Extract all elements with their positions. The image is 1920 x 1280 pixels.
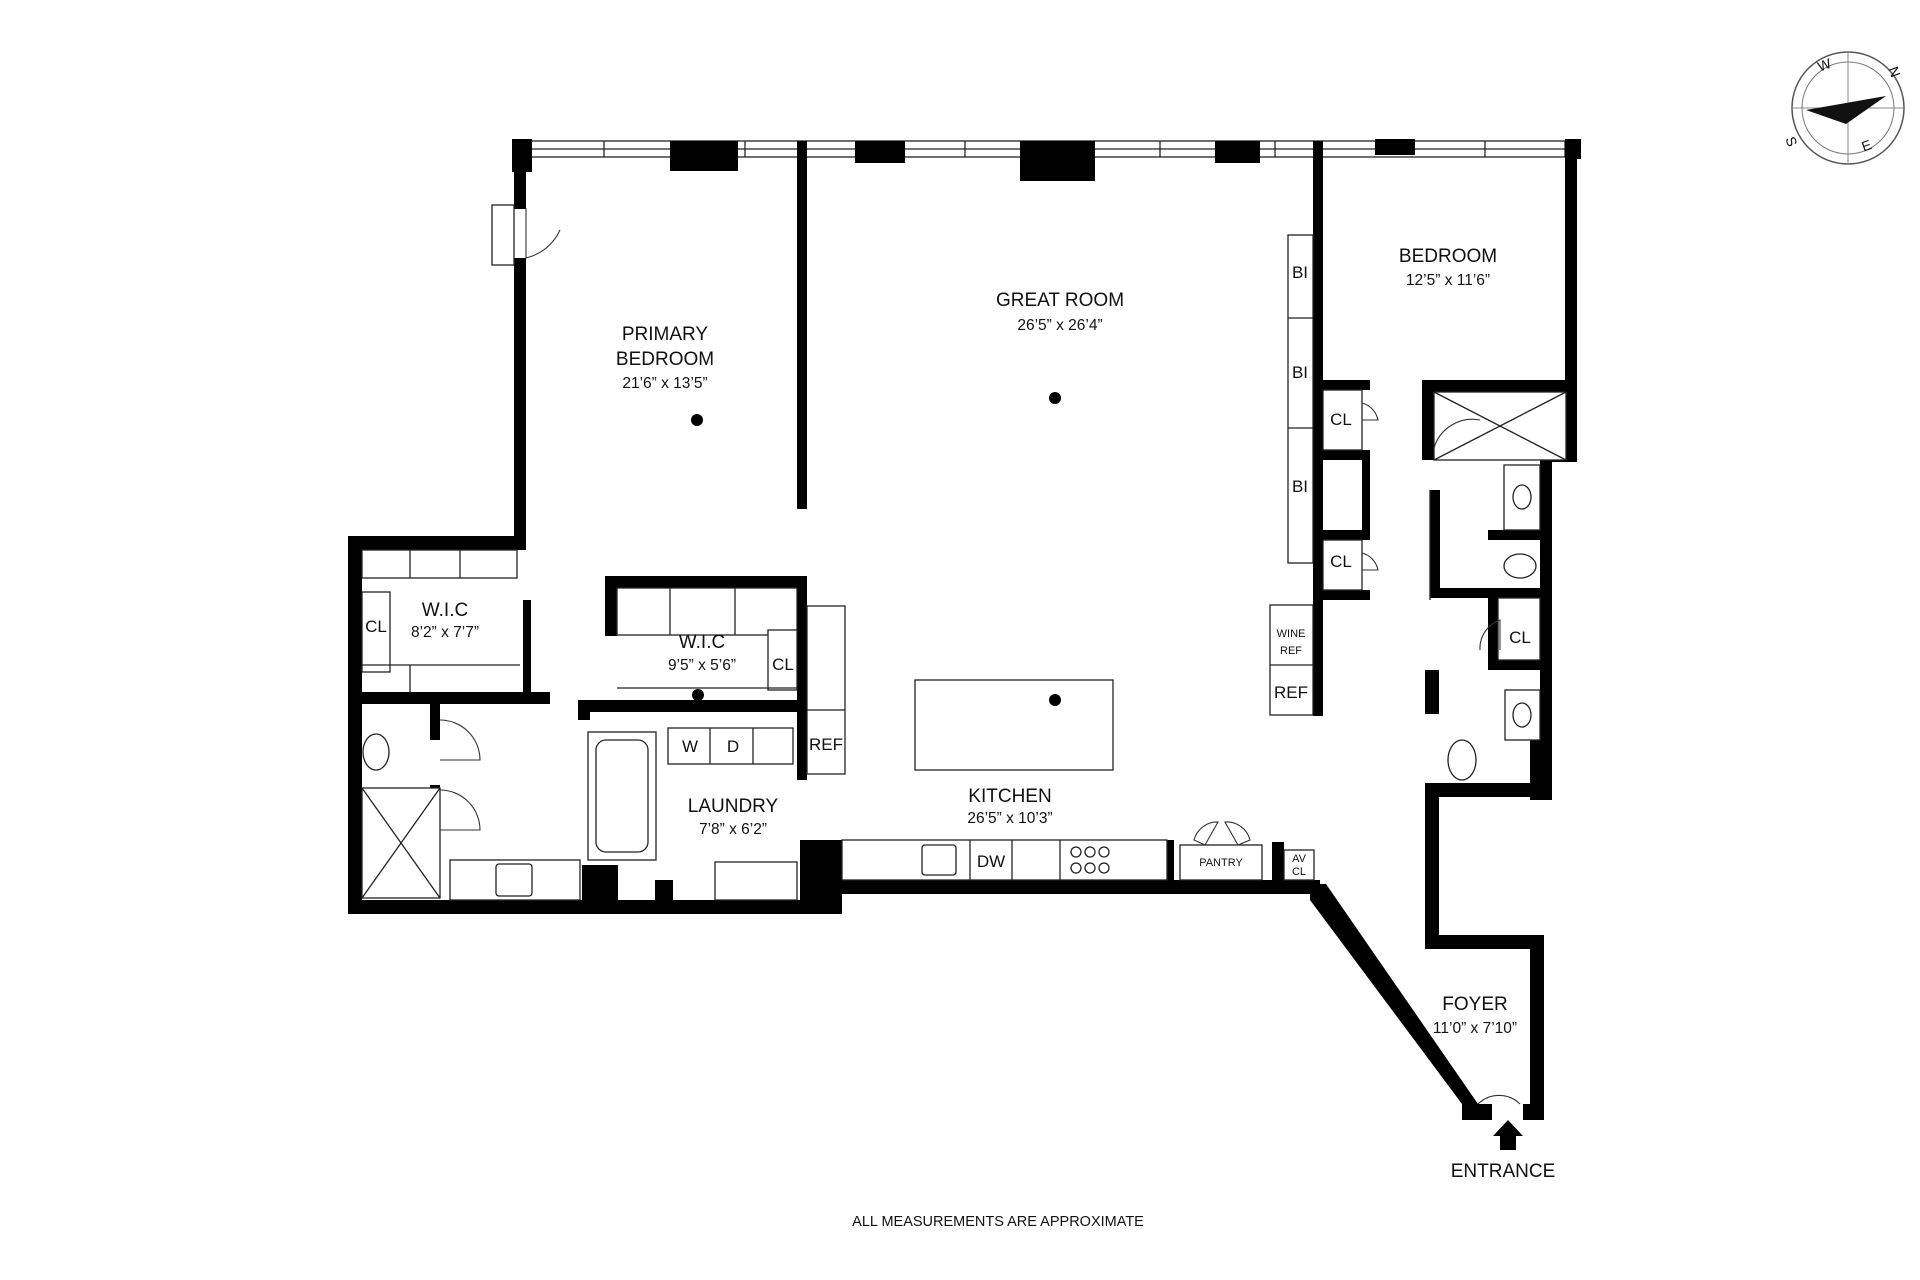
wic-center-dim: 9’5” x 5’6” bbox=[668, 657, 736, 674]
great-room-name: GREAT ROOM bbox=[996, 290, 1124, 311]
wine-ref-cabinet bbox=[1269, 604, 1314, 716]
room-marker-great bbox=[1049, 392, 1061, 404]
pantry-cabinet bbox=[1179, 844, 1263, 881]
bathtub bbox=[587, 731, 657, 861]
primary-bedroom-dim: 21’6” x 13’5” bbox=[622, 375, 707, 392]
kitchen-counter bbox=[841, 839, 1168, 881]
primary-bedroom-name-line2: BEDROOM bbox=[616, 349, 714, 370]
room-markers bbox=[691, 392, 1061, 706]
footer-note: ALL MEASUREMENTS ARE APPROXIMATE bbox=[852, 1214, 1144, 1230]
av-cl-label-line1: AV bbox=[1292, 853, 1307, 865]
bedroom-name: BEDROOM bbox=[1399, 246, 1497, 267]
kitchen-name: KITCHEN bbox=[968, 786, 1051, 807]
bi-label-3: BI bbox=[1292, 477, 1308, 496]
refrigerator bbox=[806, 605, 846, 775]
room-labels: GREAT ROOM 26’5” x 26’4” PRIMARY BEDROOM… bbox=[411, 246, 1517, 1037]
av-closet bbox=[1283, 849, 1315, 881]
wic-left-dim: 8’2” x 7’7” bbox=[411, 624, 479, 641]
wine-ref-label-line2: REF bbox=[1280, 645, 1302, 657]
compass-w: W bbox=[1815, 55, 1834, 75]
laundry-dim: 7’8” x 6’2” bbox=[699, 821, 767, 838]
compass-rose: N W S E bbox=[1782, 51, 1905, 165]
washer-label: W bbox=[682, 737, 698, 756]
room-marker-wic bbox=[692, 689, 704, 701]
service-door bbox=[491, 204, 515, 266]
toilet-icon bbox=[1503, 553, 1537, 579]
foyer-name: FOYER bbox=[1442, 994, 1507, 1015]
cl-label-great-1: CL bbox=[1330, 410, 1352, 429]
av-cl-label-line2: CL bbox=[1292, 866, 1306, 878]
cl-label-wic-center: CL bbox=[772, 655, 794, 674]
room-marker-kitchen bbox=[1049, 694, 1061, 706]
entrance-arrow-icon bbox=[1493, 1120, 1523, 1150]
primary-bedroom-name-line1: PRIMARY bbox=[622, 324, 709, 345]
great-room-dim: 26’5” x 26’4” bbox=[1017, 317, 1102, 334]
sink-icon bbox=[1512, 484, 1532, 510]
bedroom-dim: 12’5” x 11’6” bbox=[1406, 272, 1490, 289]
fixture-labels: BI BI BI CL CL CL CL CL WINE REF REF REF… bbox=[365, 263, 1531, 878]
wine-ref-label-line1: WINE bbox=[1277, 628, 1306, 640]
fixtures bbox=[361, 204, 1567, 1105]
bi-label-2: BI bbox=[1292, 363, 1308, 382]
dryer-label: D bbox=[727, 737, 739, 756]
laundry-name: LAUNDRY bbox=[688, 796, 779, 817]
sink-icon bbox=[495, 863, 533, 897]
toilet-icon bbox=[362, 733, 390, 771]
cooktop-icon bbox=[1070, 846, 1110, 874]
compass-n: N bbox=[1885, 64, 1903, 79]
compass-s: S bbox=[1782, 134, 1800, 148]
pantry-label: PANTRY bbox=[1199, 857, 1243, 869]
cl-label-bedroom-bath: CL bbox=[1509, 628, 1531, 647]
toilet-icon bbox=[1447, 739, 1477, 781]
entrance-label: ENTRANCE bbox=[1451, 1161, 1556, 1182]
compass-needle-icon bbox=[1806, 96, 1886, 124]
washer-dryer bbox=[667, 727, 794, 765]
cl-label-wic-left: CL bbox=[365, 617, 387, 636]
built-in-cabinet bbox=[1287, 234, 1314, 564]
walls bbox=[348, 139, 1581, 1120]
bi-label-1: BI bbox=[1292, 263, 1308, 282]
kitchen-island bbox=[914, 679, 1114, 771]
room-marker-primary bbox=[691, 414, 703, 426]
ref-label-wic: REF bbox=[809, 735, 843, 754]
kitchen-dim: 26’5” x 10’3” bbox=[967, 810, 1052, 827]
foyer-dim: 11’0” x 7’10” bbox=[1433, 1020, 1517, 1037]
wic-left-name: W.I.C bbox=[422, 600, 468, 621]
cl-label-great-2: CL bbox=[1330, 552, 1352, 571]
dishwasher-label: DW bbox=[977, 852, 1005, 871]
sink-icon bbox=[921, 844, 957, 876]
ref-label-kitchen: REF bbox=[1274, 683, 1308, 702]
wic-center-name: W.I.C bbox=[679, 632, 725, 653]
sink-icon bbox=[1512, 702, 1532, 728]
